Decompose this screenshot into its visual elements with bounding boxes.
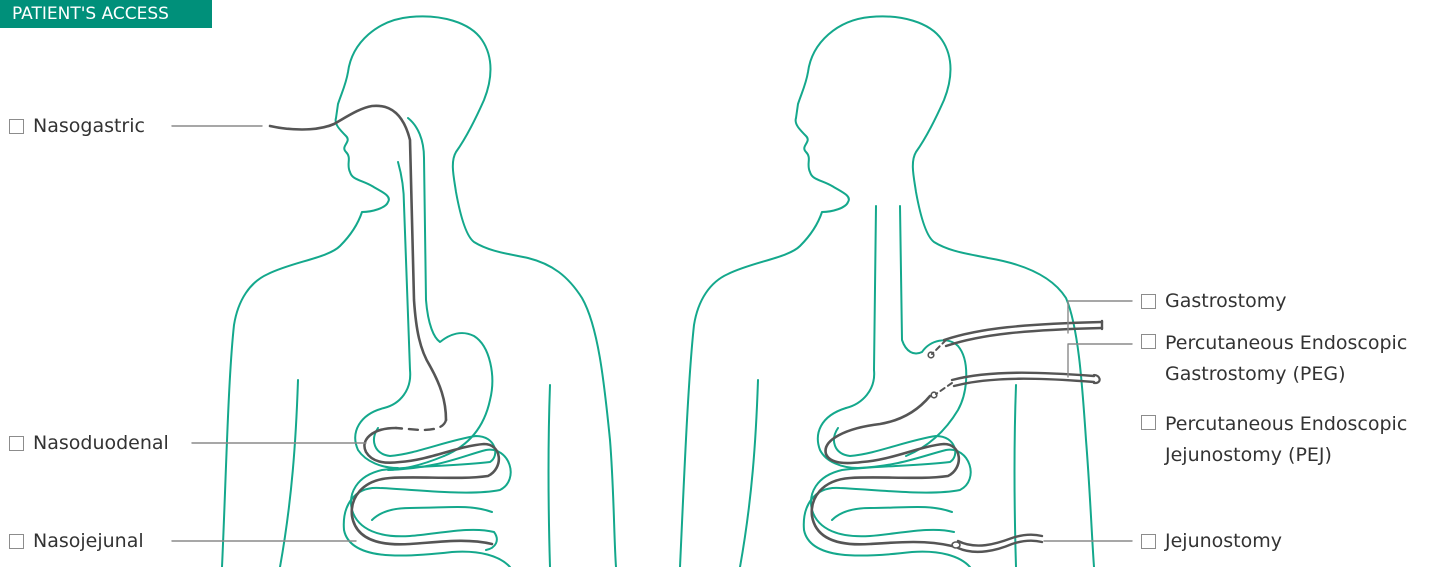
option-gastrostomy[interactable]: Gastrostomy — [1141, 289, 1286, 313]
label-peg-line2: Gastrostomy (PEG) — [1165, 363, 1346, 385]
label-pej: Percutaneous Endoscopic Jejunostomy (PEJ… — [1165, 409, 1407, 471]
label-nasojejunal: Nasojejunal — [33, 529, 144, 553]
peg-dashed — [936, 383, 952, 394]
label-jejunostomy: Jejunostomy — [1165, 529, 1282, 553]
jejunostomy-bumper — [952, 542, 960, 548]
right-esophagus-wall-l — [846, 206, 876, 408]
left-intestine-bottom — [372, 507, 492, 520]
right-intestine-bottom — [832, 507, 952, 520]
peg-tube — [952, 373, 1094, 386]
checkbox-gastrostomy[interactable] — [1141, 294, 1156, 309]
checkbox-pej[interactable] — [1141, 415, 1156, 430]
left-figure — [222, 16, 616, 567]
label-pej-line1: Percutaneous Endoscopic — [1165, 413, 1407, 435]
leader-lines — [172, 126, 1132, 541]
right-internal-tube — [812, 396, 959, 546]
label-nasogastric: Nasogastric — [33, 114, 145, 138]
left-esophagus-wall — [408, 118, 492, 456]
right-esophagus-wall-r — [900, 206, 966, 456]
label-pej-line2: Jejunostomy (PEJ) — [1165, 444, 1332, 466]
option-pej[interactable]: Percutaneous Endoscopic Jejunostomy (PEJ… — [1141, 409, 1407, 471]
label-nasoduodenal: Nasoduodenal — [33, 431, 169, 455]
label-peg-line1: Percutaneous Endoscopic — [1165, 332, 1407, 354]
right-body-outline — [680, 16, 1094, 567]
checkbox-nasoduodenal[interactable] — [9, 436, 24, 451]
checkbox-jejunostomy[interactable] — [1141, 534, 1156, 549]
option-nasoduodenal[interactable]: Nasoduodenal — [9, 431, 169, 455]
peg-bumper — [931, 392, 937, 398]
left-body-outline — [222, 16, 616, 567]
gastrostomy-bumper — [928, 352, 934, 358]
option-jejunostomy[interactable]: Jejunostomy — [1141, 529, 1282, 553]
jejunostomy-tube — [958, 535, 1042, 552]
option-nasojejunal[interactable]: Nasojejunal — [9, 529, 144, 553]
checkbox-nasojejunal[interactable] — [9, 534, 24, 549]
right-figure — [680, 16, 1102, 567]
checkbox-peg[interactable] — [1141, 334, 1156, 349]
right-arm-line-r — [1015, 385, 1017, 567]
right-arm-line-l — [740, 380, 758, 567]
option-peg[interactable]: Percutaneous Endoscopic Gastrostomy (PEG… — [1141, 328, 1407, 390]
label-gastrostomy: Gastrostomy — [1165, 289, 1286, 313]
checkbox-nasogastric[interactable] — [9, 119, 24, 134]
left-throat-line — [398, 162, 404, 205]
left-arm-line-r — [549, 385, 551, 567]
label-peg: Percutaneous Endoscopic Gastrostomy (PEG… — [1165, 328, 1407, 390]
option-nasogastric[interactable]: Nasogastric — [9, 114, 145, 138]
left-tube-dashed-tip — [396, 420, 446, 430]
left-arm-line-l — [280, 380, 298, 567]
gastrostomy-tube — [944, 322, 1102, 346]
